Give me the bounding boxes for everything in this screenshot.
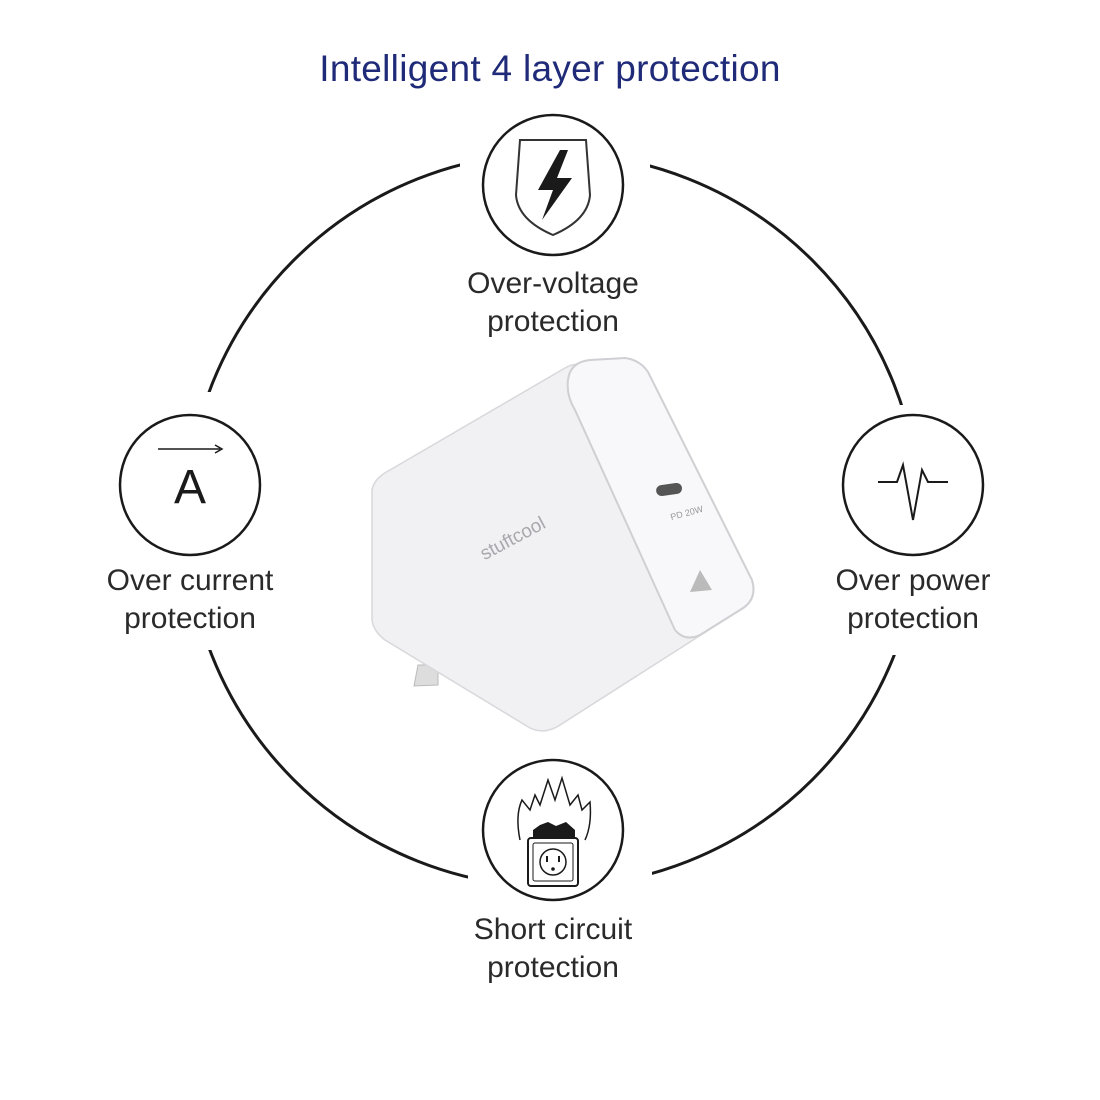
shield-lightning-icon (481, 113, 625, 257)
page-title: Intelligent 4 layer protection (319, 48, 781, 89)
feature-short-circuit: Short circuit protection (423, 911, 683, 987)
pulse-icon (841, 413, 985, 557)
ampere-symbol: A (173, 461, 206, 514)
ampere-icon (118, 413, 262, 557)
feature-subtitle: protection (847, 602, 979, 635)
feature-over-power: Over power protection (783, 562, 1043, 638)
burning-outlet-icon (481, 758, 625, 902)
feature-title: Over power (835, 564, 991, 597)
feature-over-voltage: Over-voltage protection (423, 265, 683, 341)
feature-subtitle: protection (487, 951, 619, 984)
feature-subtitle: protection (124, 602, 256, 635)
charger-image (371, 356, 755, 732)
feature-title: Over-voltage (467, 267, 639, 300)
feature-subtitle: protection (487, 305, 619, 338)
feature-over-current: Over current protection (60, 562, 320, 638)
feature-title: Short circuit (473, 913, 633, 946)
feature-title: Over current (106, 564, 274, 597)
